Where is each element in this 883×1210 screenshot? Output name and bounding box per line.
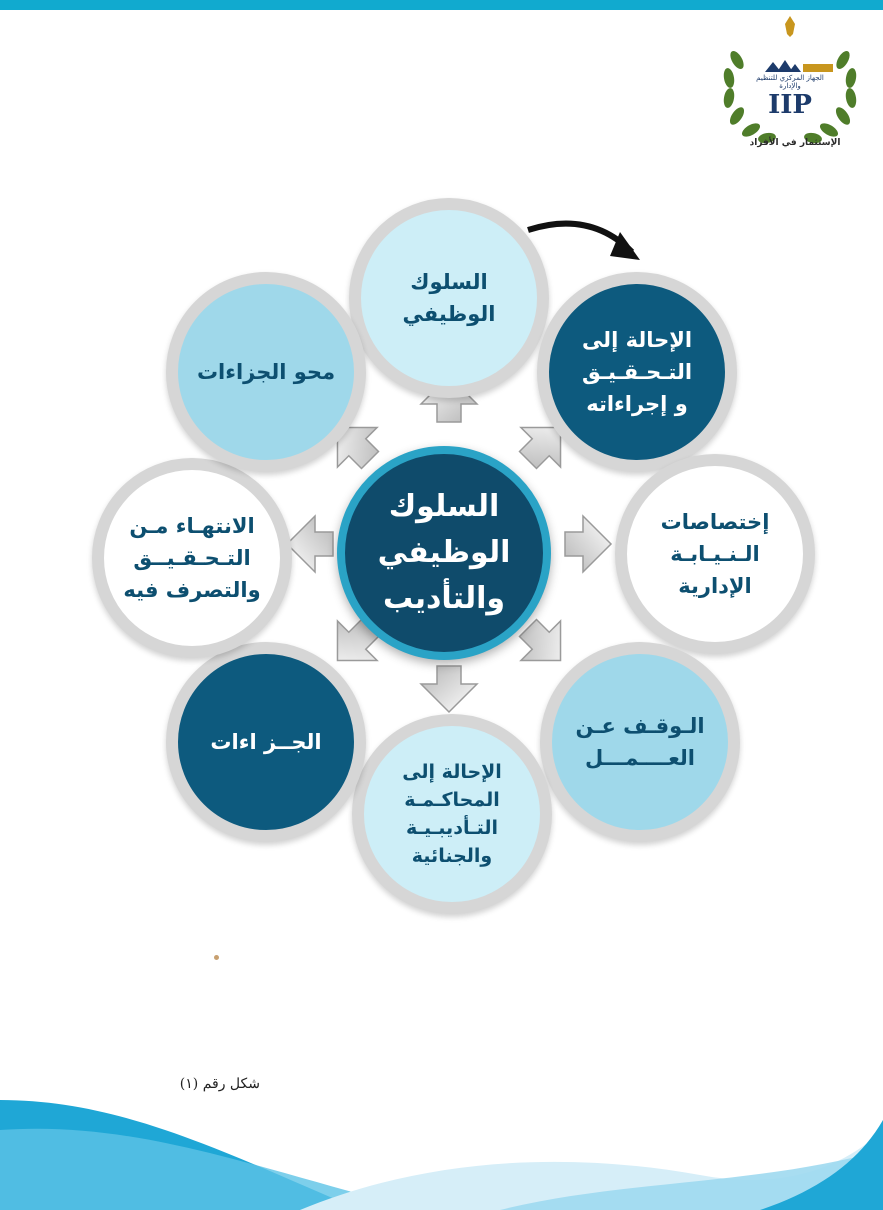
arrow-left [285,514,334,574]
arrow-down [419,665,479,714]
decorative-dot [214,955,219,960]
node-top: السلوك الوظيفي [349,198,549,398]
logo-title: الجهاز المركزي للتنظيم والإدارة [756,74,824,90]
node-left: الانتهـاء مـن التـحـقـيــق والتصرف فيه [92,458,292,658]
center-node-label: السلوك الوظيفي والتأديب [377,489,511,616]
arrow-up-right [518,426,562,470]
arrow-down-left [336,618,380,662]
node-bottom-left: الجــز اءات [166,642,366,842]
logo-mark: IIP [768,90,812,120]
node-top-left: محو الجزاءات [166,272,366,472]
node-right: إختصاصات الـنـيـابـة الإدارية [615,454,815,654]
organization-logo: الجهاز المركزي للتنظيم والإدارة IIP الإس… [715,10,865,160]
logo-tagline: الإستثمار في الأفراد [749,138,841,148]
direction-arrows [285,220,640,714]
arrow-up-left [336,426,380,470]
node-top-right: الإحالة إلى التـحـقـيـق و إجراءاته [537,272,737,472]
center-node: السلوك الوظيفي والتأديب [337,446,551,660]
cycle-diagram: السلوك الوظيفي والتأديب السلوك الوظيفي ا… [0,180,883,940]
node-bottom-right: الـوقـف عـن العــــمـــل [540,642,740,842]
curved-arrow-head [610,232,640,260]
laurel-wreath-icon [723,16,857,144]
node-bottom: الإحالة إلى المحاكـمـة التـأديبـيـة والج… [352,714,552,914]
arrow-down-right [518,618,562,662]
eagle-icon [785,16,795,37]
figure-caption: شكل رقم (١) [179,1076,260,1092]
top-accent-bar [0,0,883,10]
arrow-right [564,514,613,574]
bottom-wave-decoration [0,1100,883,1210]
pyramids-icon [765,60,801,72]
